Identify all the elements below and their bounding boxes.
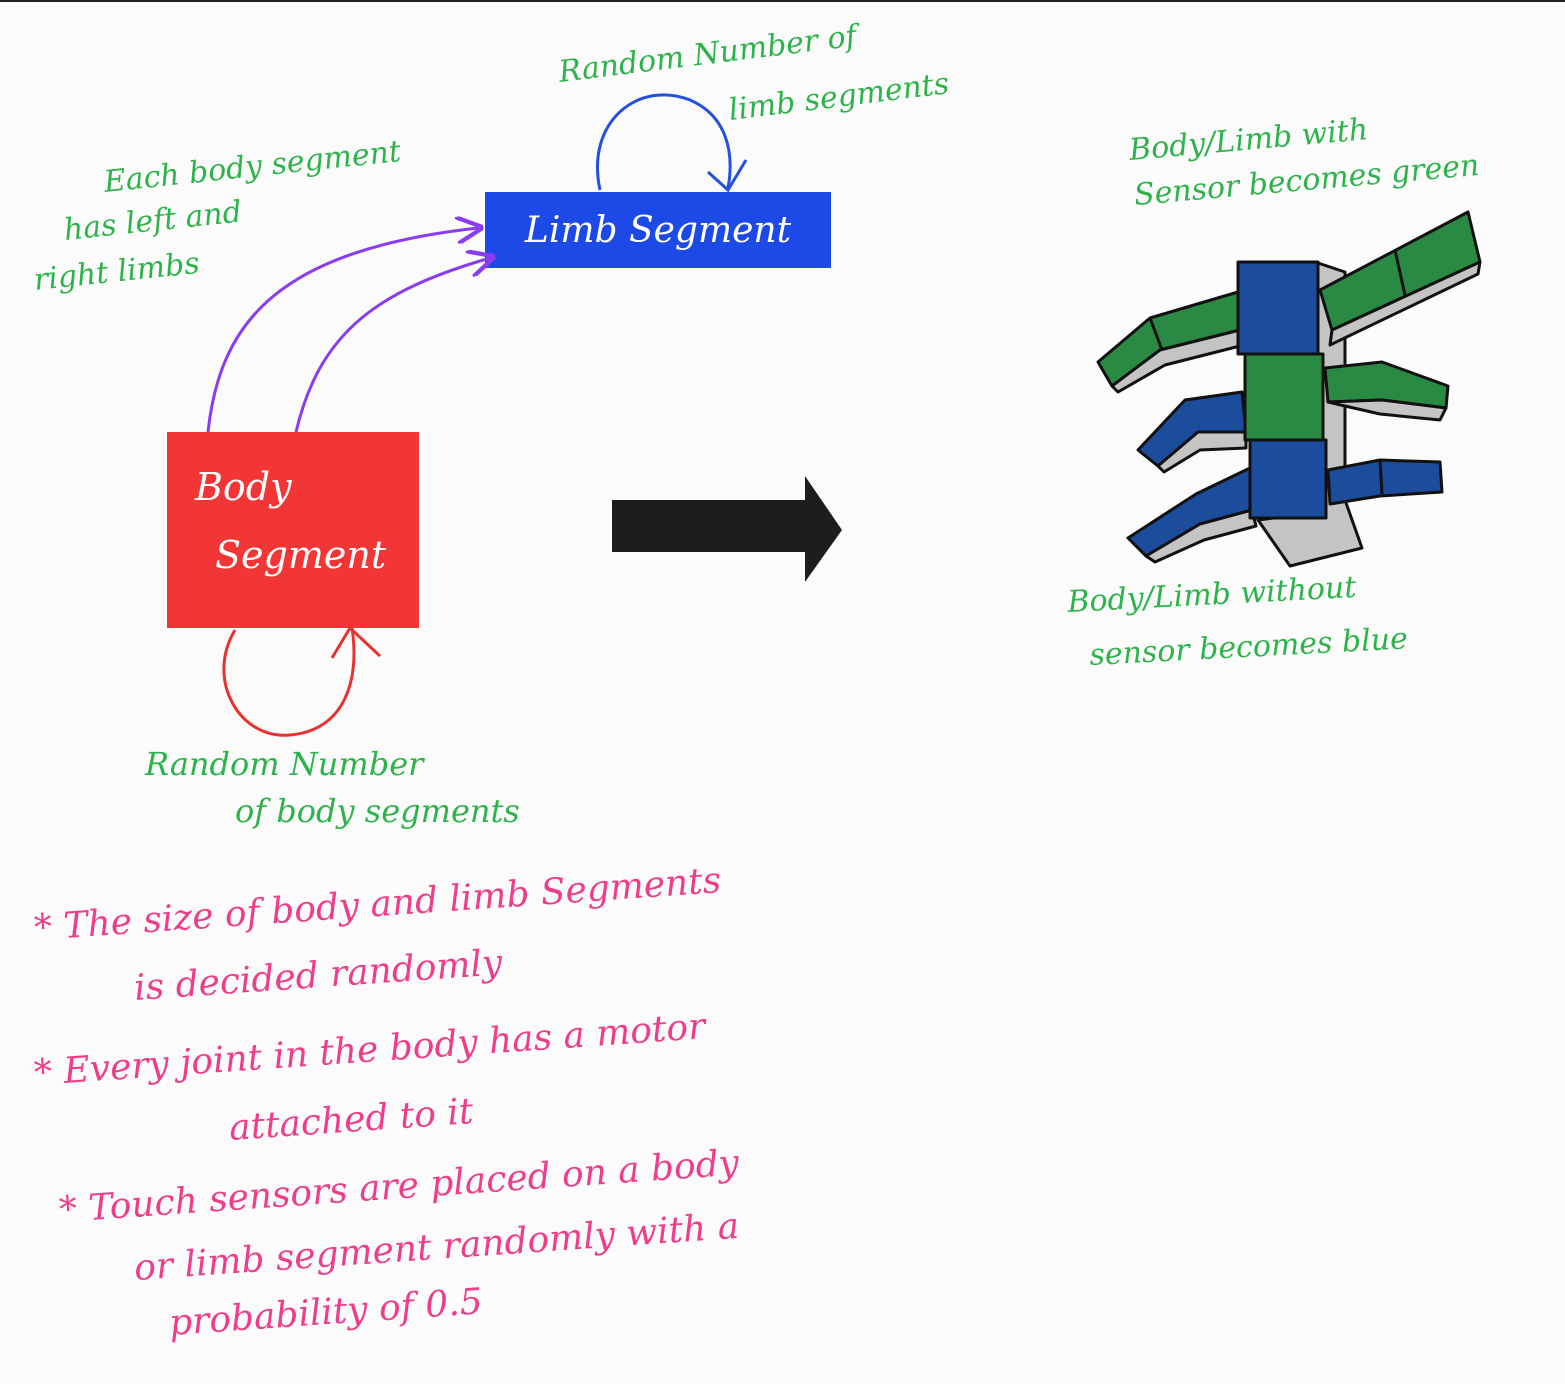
top-border <box>0 0 1565 2</box>
robot-mid-limb-left-side <box>1156 430 1248 474</box>
note-2-line-1: * Every joint in the body has a motor <box>33 1006 709 1094</box>
limb-loop-annotation: Random Number of limb segments <box>556 18 951 128</box>
robot-body-bottom <box>1248 438 1328 520</box>
body-segment-label-line1: Body <box>194 465 292 509</box>
robot-body-middle <box>1243 352 1325 442</box>
body-segment-node: Body Segment <box>167 432 419 628</box>
each-body-text-2: has left and <box>62 194 243 247</box>
note-1-line-1: * The size of body and limb Segments <box>33 860 723 949</box>
each-body-text-3: right limbs <box>32 246 201 298</box>
robot-illustration <box>1096 210 1482 568</box>
no-sensor-text-2: sensor becomes blue <box>1089 621 1409 673</box>
note-1-line-2: is decided randomly <box>133 942 504 1009</box>
body-self-loop <box>222 627 356 737</box>
robot-top-limb-right-side <box>1328 260 1482 347</box>
body-loop-text-2: of body segments <box>235 792 520 830</box>
robot-joint-line <box>1393 249 1407 296</box>
each-body-text-1: Each body segment <box>101 134 403 200</box>
no-sensor-text-1: Body/Limb without <box>1066 570 1359 620</box>
body-self-loop-arrowhead <box>330 625 382 659</box>
sensor-annotation: Body/Limb with Sensor becomes green <box>1127 112 1481 213</box>
each-body-annotation: Each body segment has left and right lim… <box>32 134 403 298</box>
note-item: * The size of body and limb Segments is … <box>33 860 723 1009</box>
body-to-limb-arrow-left <box>206 228 478 433</box>
note-item: * Every joint in the body has a motor at… <box>33 1006 709 1149</box>
no-sensor-annotation: Body/Limb without sensor becomes blue <box>1066 570 1409 673</box>
robot-body-top <box>1236 260 1320 356</box>
limb-segment-box <box>485 192 831 268</box>
robot-mid-limb-right-side <box>1326 398 1448 422</box>
robot-joint-line <box>1148 317 1164 351</box>
limb-segment-node: Limb Segment <box>485 192 831 268</box>
limb-loop-text-1: Random Number of <box>556 18 864 90</box>
body-loop-annotation: Random Number of body segments <box>144 745 520 830</box>
notes-list: * The size of body and limb Segments is … <box>33 860 741 1344</box>
limb-loop-text-2: limb segments <box>727 66 951 128</box>
robot-low-limb-right <box>1326 458 1444 506</box>
note-item: * Touch sensors are placed on a body or … <box>58 1143 741 1344</box>
body-loop-text-1: Random Number <box>144 745 425 783</box>
transform-arrow <box>612 476 842 582</box>
limb-self-loop <box>596 93 732 191</box>
limb-segment-label: Limb Segment <box>524 210 792 251</box>
body-to-limb-arrow-right <box>294 258 490 433</box>
robot-joint-line <box>1378 459 1384 495</box>
limb-self-loop-arrowhead <box>706 159 748 193</box>
robot-low-limb-left-side <box>1144 508 1258 564</box>
note-2-line-2: attached to it <box>228 1091 475 1149</box>
body-segment-box <box>167 432 419 628</box>
body-segment-label-line2: Segment <box>215 533 387 577</box>
note-3-line-3: probability of 0.5 <box>168 1281 484 1344</box>
